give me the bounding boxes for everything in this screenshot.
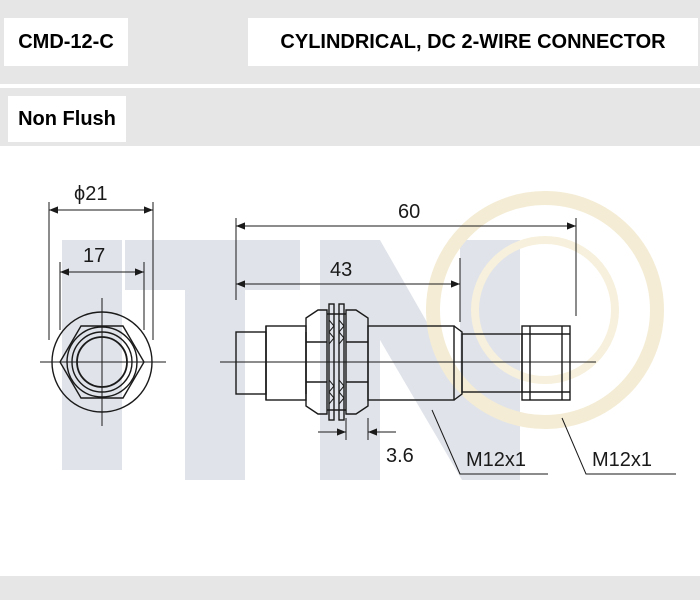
body-thread-label: M12x1	[466, 449, 526, 471]
mounting-type: Non Flush	[8, 96, 126, 142]
mounting-type-text: Non Flush	[18, 107, 116, 130]
outer-diameter-label: ϕ21	[74, 183, 107, 205]
nut-thickness-label: 3.6	[386, 445, 414, 467]
product-description: CYLINDRICAL, DC 2-WIRE CONNECTOR	[248, 18, 698, 66]
across-flats-label: 17	[83, 245, 105, 267]
watermark	[62, 191, 664, 480]
model-code-text: CMD-12-C	[18, 30, 114, 53]
thread-length-label: 43	[330, 259, 352, 281]
total-length-label: 60	[398, 201, 420, 223]
model-code: CMD-12-C	[4, 18, 128, 66]
side-view	[220, 218, 676, 475]
connector-thread-label: M12x1	[592, 449, 652, 471]
front-view	[40, 202, 166, 426]
footer-band	[0, 576, 700, 600]
product-description-text: CYLINDRICAL, DC 2-WIRE CONNECTOR	[280, 30, 666, 53]
